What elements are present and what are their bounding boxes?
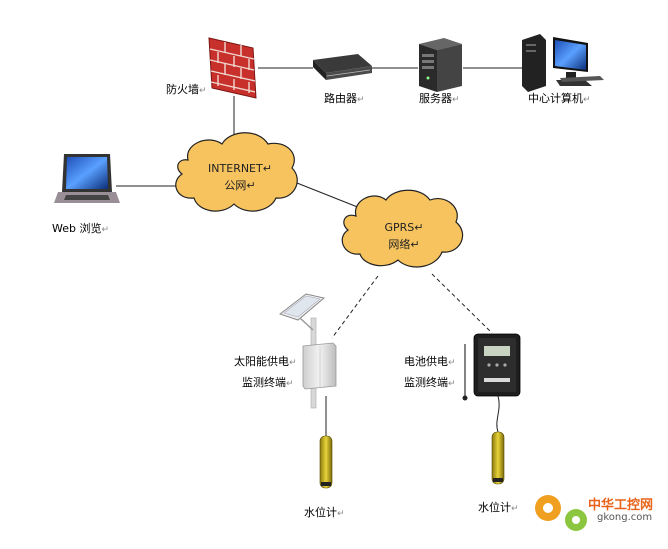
solid-links [116, 67, 525, 209]
internet-cloud-label: INTERNET↵ 公网↵ [208, 162, 272, 192]
firewall-icon [208, 37, 257, 99]
water-level-gauge-right-icon [491, 431, 505, 485]
internet-cloud-icon [175, 132, 298, 212]
watermark-brand: 中华工控网 [588, 498, 654, 513]
water-level-gauge-left-icon [319, 435, 333, 489]
server-icon [419, 38, 462, 92]
battery-terminal-label: 电池供电↵ 监测终端↵ [404, 355, 456, 389]
gauge-left-label: 水位计↵ [304, 506, 345, 519]
router-icon [313, 54, 372, 80]
watermark-gear-icon [535, 495, 587, 531]
firewall-label: 防火墙↵ [166, 83, 207, 96]
solar-terminal-icon [278, 293, 337, 409]
server-label: 服务器↵ [419, 92, 460, 105]
laptop-icon [54, 154, 120, 203]
probe-cables [325, 395, 500, 436]
watermark-url: gkong.com [597, 512, 653, 523]
desktop-computer-icon [522, 34, 604, 92]
gprs-cloud-label: GPRS↵ 网络↵ [384, 221, 424, 251]
dashed-links [331, 273, 493, 339]
center-computer-label: 中心计算机↵ [528, 92, 591, 105]
gauge-right-label: 水位计↵ [478, 501, 519, 514]
router-label: 路由器↵ [324, 92, 365, 105]
web-browse-label: Web 浏览↵ [52, 222, 110, 235]
solar-terminal-label: 太阳能供电↵ 监测终端↵ [234, 355, 297, 389]
gprs-cloud-icon [341, 189, 464, 268]
battery-terminal-icon [462, 333, 521, 401]
